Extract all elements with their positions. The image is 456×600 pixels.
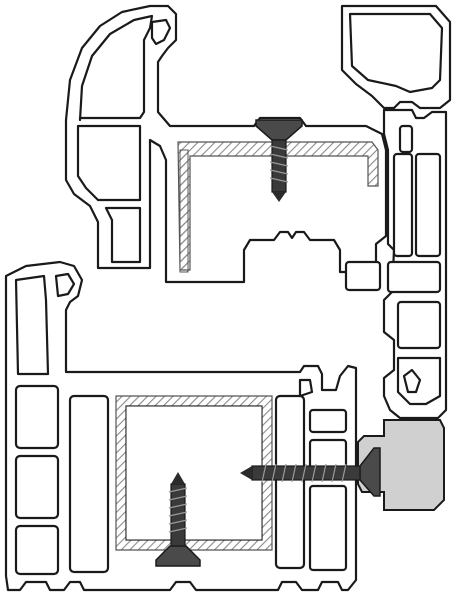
lower-frame-chamber-6	[274, 394, 306, 570]
frame-top-cap-inner	[348, 12, 444, 94]
lower-frame-chamber-9	[308, 484, 348, 572]
frame-chamber-f	[396, 300, 442, 350]
frame-chamber-e	[386, 260, 442, 294]
frame-drain-clip	[402, 368, 422, 394]
lower-frame-chamber-5	[68, 394, 110, 574]
bottom-screw	[155, 472, 201, 567]
frame-chamber-c	[392, 152, 414, 258]
lower-frame-hook	[54, 272, 76, 298]
frame-chamber-a	[398, 124, 414, 154]
upper-sash-chamber-1	[78, 14, 154, 122]
top-screw	[255, 119, 303, 202]
lower-frame-chamber-1	[14, 274, 50, 376]
upper-frame-profile	[340, 4, 452, 420]
frame-chamber-b	[414, 152, 442, 258]
lower-frame-chamber-3	[14, 454, 60, 520]
lower-frame-chamber-7	[308, 408, 348, 434]
lower-frame-chamber-4	[14, 524, 60, 576]
frame-chamber-d	[344, 260, 382, 292]
lower-frame-lip	[298, 378, 314, 398]
side-screw	[240, 447, 381, 497]
upper-sash-chamber-3	[104, 206, 142, 264]
upper-sash-chamber-2	[76, 124, 142, 202]
upper-steel-reinforcement	[177, 141, 379, 273]
upper-sash-hook	[150, 18, 172, 46]
lower-frame-chamber-2	[14, 384, 60, 450]
lower-steel-reinforcement	[115, 395, 273, 551]
